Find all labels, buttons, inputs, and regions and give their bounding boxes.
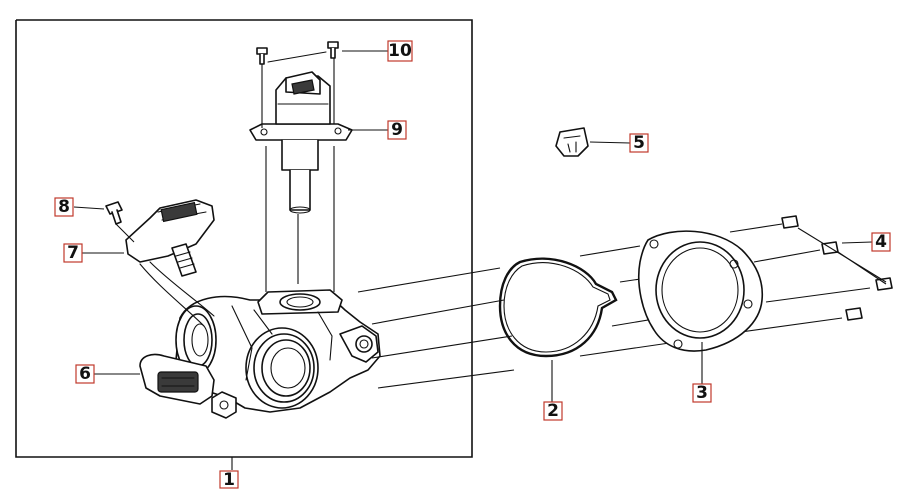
- callout-3-label: 3: [696, 383, 708, 403]
- callout-8: 8: [54, 197, 74, 217]
- valve-screws-part: [256, 41, 339, 65]
- callout-4-label: 4: [875, 232, 887, 252]
- position-sensor-part: [125, 199, 215, 277]
- callout-3: 3: [692, 383, 712, 403]
- callout-7: 7: [63, 243, 83, 263]
- clip-nut-part: [555, 127, 589, 157]
- callout-8-label: 8: [58, 197, 70, 217]
- leader-lines: [73, 50, 887, 402]
- gasket-ring-part: [498, 257, 618, 358]
- callout-10: 10: [387, 40, 413, 62]
- callout-2: 2: [543, 401, 563, 421]
- throttle-body-drawing: [139, 261, 381, 419]
- callout-4: 4: [871, 232, 891, 252]
- callout-1-label: 1: [223, 470, 235, 490]
- connector-part: [139, 353, 215, 405]
- assembly-frame: [15, 19, 473, 470]
- callout-5: 5: [629, 133, 649, 153]
- plate-screws-part: [781, 215, 893, 321]
- callout-5-label: 5: [633, 133, 645, 153]
- plate-gasket-part: [637, 230, 764, 352]
- callout-7-label: 7: [67, 243, 79, 263]
- idle-valve-part: [249, 71, 353, 214]
- callout-6-label: 6: [79, 364, 91, 384]
- callout-1: 1: [219, 470, 239, 490]
- callout-9: 9: [387, 120, 407, 140]
- sensor-screw-part: [105, 201, 123, 225]
- callout-2-label: 2: [547, 401, 559, 421]
- callout-10-label: 10: [388, 41, 412, 61]
- callout-9-label: 9: [391, 120, 403, 140]
- callout-6: 6: [75, 364, 95, 384]
